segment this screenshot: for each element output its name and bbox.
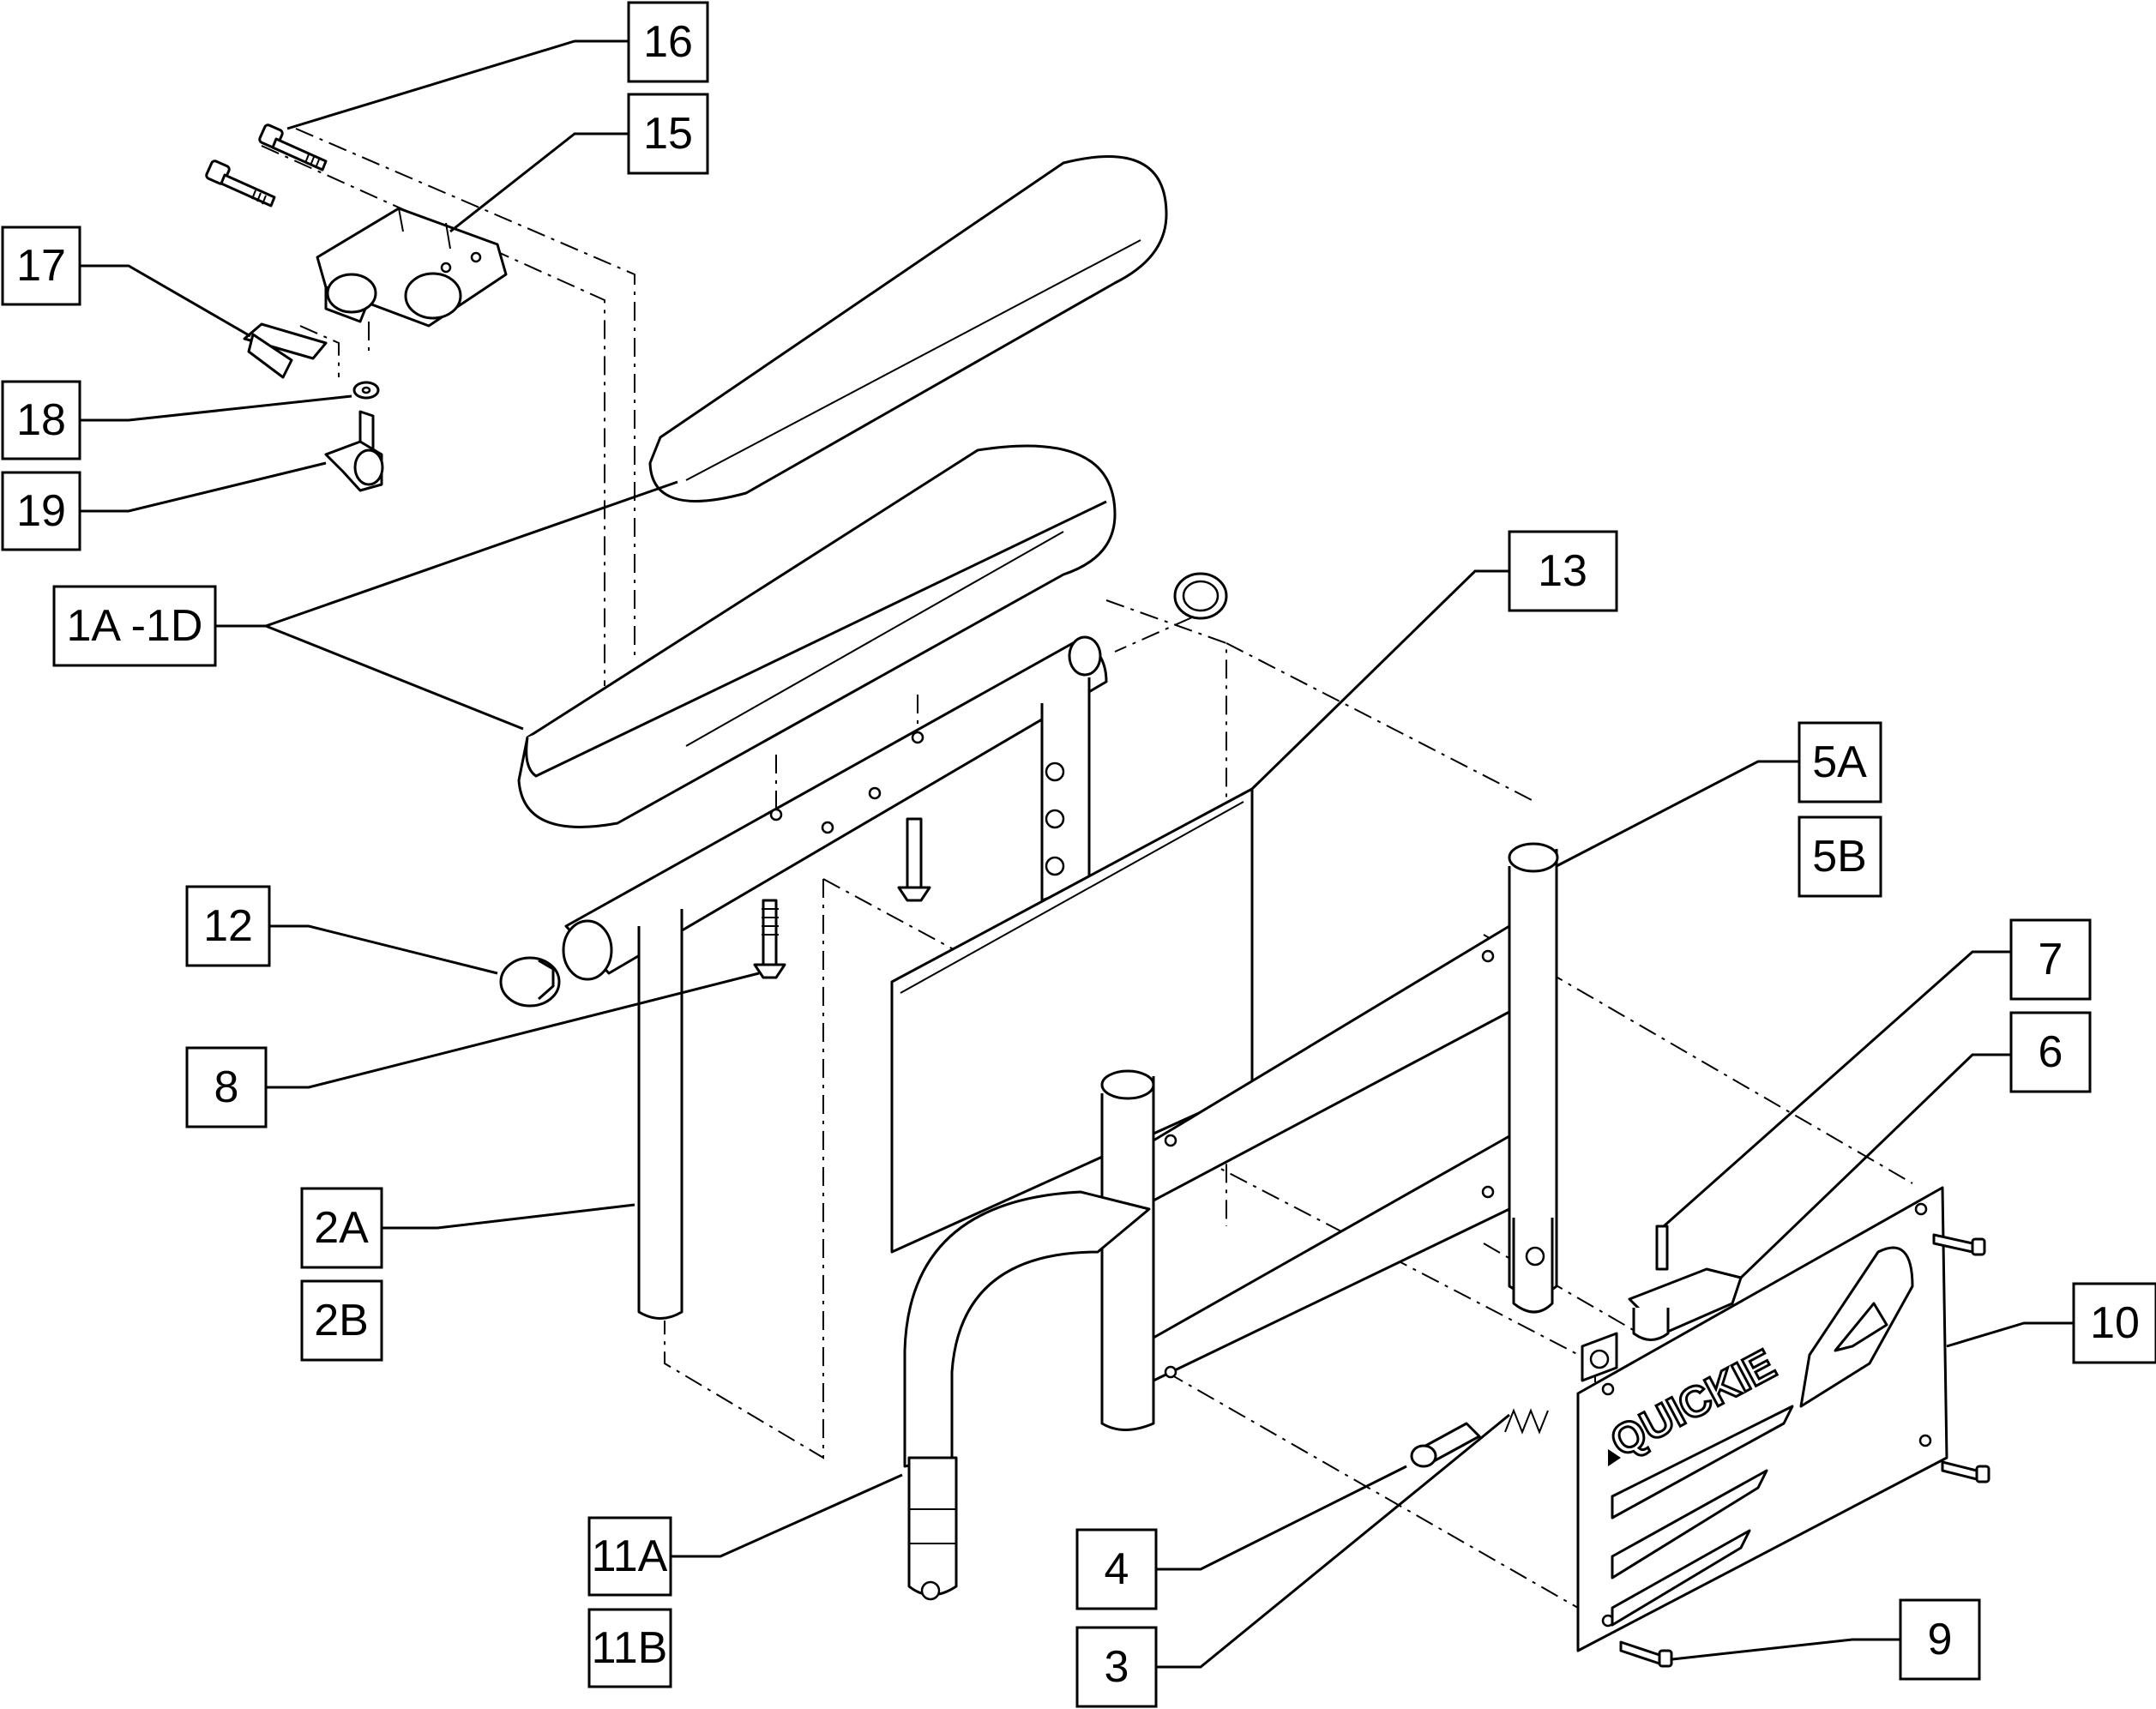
bolt-9: [1619, 1233, 1990, 1668]
callout-3-text: 3: [1105, 1642, 1129, 1692]
callout-11b: 11B: [587, 1608, 672, 1688]
callout-9: 9: [1899, 1598, 1981, 1681]
callout-1a-1d-text: 1A -1D: [67, 601, 203, 651]
latch-6: [1581, 1267, 1743, 1382]
callout-15: 15: [627, 93, 709, 175]
callout-15-text: 15: [643, 109, 693, 159]
callout-10-text: 10: [2090, 1298, 2140, 1348]
bolt-16: [258, 123, 328, 172]
callout-11a: 11A: [587, 1516, 672, 1597]
callout-18: 18: [1, 380, 81, 460]
pin-19: [324, 410, 384, 492]
callout-5a: 5A: [1798, 721, 1882, 803]
leader-lines: [80, 39, 2074, 1669]
washer-18: [352, 381, 380, 400]
callout-2b: 2B: [300, 1279, 383, 1362]
arm-post-2: [637, 909, 684, 1320]
arm-post-rear: [1040, 677, 1091, 902]
callout-19: 19: [1, 471, 81, 551]
callout-16-text: 16: [643, 17, 693, 67]
arm-tube: [562, 635, 1108, 981]
plunger-4: [1410, 1422, 1481, 1468]
end-cap-top: [1173, 572, 1228, 620]
callout-16: 16: [627, 1, 709, 83]
callout-6-text: 6: [2039, 1027, 2063, 1077]
frame-11: [903, 842, 1559, 1601]
callout-1a-1d: 1A -1D: [52, 585, 217, 667]
callout-5a-text: 5A: [1812, 737, 1867, 787]
callout-4: 4: [1075, 1528, 1158, 1610]
bolt-16b: [205, 159, 276, 208]
callout-11a-text: 11A: [592, 1531, 668, 1581]
callout-12: 12: [185, 885, 271, 967]
screw-8b: [897, 817, 931, 902]
callout-8-text: 8: [214, 1062, 239, 1112]
callout-2b-text: 2B: [314, 1296, 369, 1345]
pin-7: [1655, 1225, 1669, 1271]
callout-6: 6: [2009, 1011, 2092, 1093]
callout-13: 13: [1508, 530, 1618, 612]
latch-17: [243, 322, 328, 379]
callout-2a: 2A: [300, 1187, 383, 1269]
callout-5b-text: 5B: [1812, 832, 1867, 882]
callout-13-text: 13: [1538, 546, 1587, 596]
callout-11b-text: 11B: [592, 1623, 668, 1673]
callout-18-text: 18: [16, 395, 66, 445]
callout-3: 3: [1075, 1626, 1158, 1708]
screw-8: [753, 899, 786, 979]
callout-5b: 5B: [1798, 815, 1882, 898]
end-cap-12: [499, 956, 561, 1008]
callout-2a-text: 2A: [314, 1203, 369, 1253]
callout-12-text: 12: [203, 901, 253, 951]
spring-3: [1504, 1408, 1549, 1435]
callout-4-text: 4: [1105, 1544, 1129, 1594]
callout-7-text: 7: [2039, 935, 2063, 984]
arm-pad-lower: [517, 444, 1117, 828]
arm-pad-upper: [648, 155, 1168, 502]
callout-7: 7: [2009, 918, 2092, 1001]
callout-17: 17: [1, 226, 81, 306]
callout-19-text: 19: [16, 486, 66, 536]
callout-17-text: 17: [16, 241, 66, 291]
clamp-15: [316, 207, 508, 328]
callout-9-text: 9: [1928, 1615, 1953, 1664]
callout-8: 8: [185, 1046, 268, 1128]
callout-10: 10: [2072, 1282, 2156, 1364]
